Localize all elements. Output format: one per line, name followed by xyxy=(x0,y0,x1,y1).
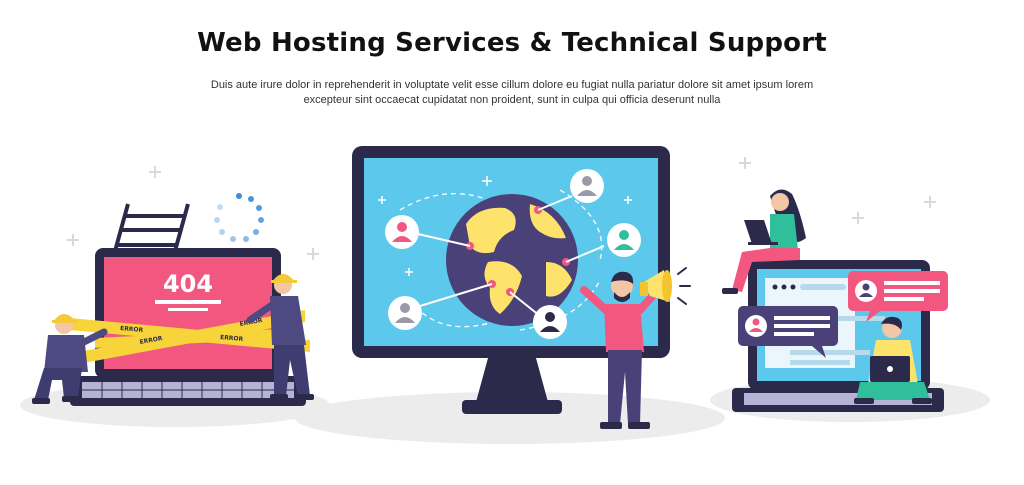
woman-with-laptop xyxy=(722,189,806,294)
worker-right xyxy=(246,274,314,400)
user-avatar-icon xyxy=(388,296,422,330)
page-title: Web Hosting Services & Technical Support xyxy=(197,28,827,58)
page-subtitle: Duis aute irure dolor in reprehenderit i… xyxy=(200,78,824,108)
user-avatar-icon xyxy=(385,215,419,249)
user-avatar-icon xyxy=(607,223,641,257)
caution-tape: ERROR ERROR ERROR ERROR xyxy=(70,310,310,364)
tape-label: ERROR xyxy=(139,335,163,346)
tape-label: ERROR xyxy=(220,334,244,343)
subtitle-line-1: Duis aute irure dolor in reprehenderit i… xyxy=(210,79,814,91)
chat-bubble-icon xyxy=(848,271,948,322)
error-code-text: 404 xyxy=(163,270,213,298)
subtitle-line-2: excepteur sint occaecat cupidatat non pr… xyxy=(303,94,721,106)
globe-icon xyxy=(446,194,578,326)
man-with-laptop xyxy=(854,316,932,404)
man-with-megaphone xyxy=(580,271,660,429)
megaphone-icon xyxy=(640,267,691,305)
chat-bubble-icon xyxy=(738,306,838,358)
user-avatar-icon xyxy=(533,305,567,339)
loading-spinner-icon xyxy=(214,193,264,242)
user-avatar-icon xyxy=(570,169,604,203)
worker-left xyxy=(32,314,108,404)
plus-icon xyxy=(67,157,936,260)
tape-label: ERROR xyxy=(120,325,144,334)
